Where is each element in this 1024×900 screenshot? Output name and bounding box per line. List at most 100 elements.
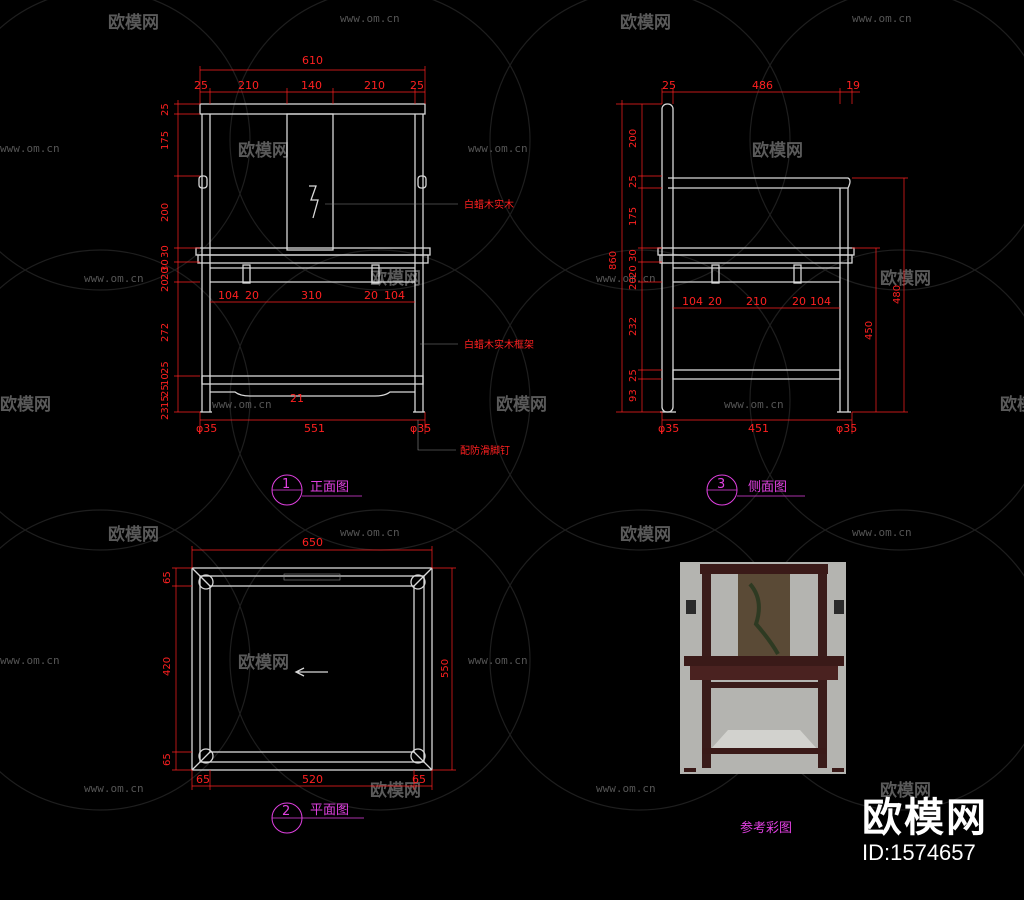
dim-side-right-inner: 450 xyxy=(864,321,875,340)
dim-front-left-h: 23 xyxy=(160,407,171,420)
dim-side-apron-seg: 104 xyxy=(682,295,703,308)
dim-plan-bottom-seg: 520 xyxy=(302,773,323,786)
dim-side-left-h: 232 xyxy=(628,317,639,336)
front-view-number: 1 xyxy=(282,477,290,492)
dim-front-apron-seg: 104 xyxy=(384,289,405,302)
dim-front-total-width: 610 xyxy=(302,54,323,67)
watermark-layer: 欧模网 www.om.cn 欧模网 www.om.cn www.om.cn 欧模… xyxy=(0,12,1024,801)
watermark-text: 欧模网 xyxy=(496,394,547,415)
dim-side-left-h: 25 xyxy=(628,175,639,188)
side-view-number: 3 xyxy=(717,477,725,492)
watermark-url: www.om.cn xyxy=(84,272,144,285)
watermark-text: 欧模网 xyxy=(238,140,289,161)
dim-front-left-h: 30 xyxy=(160,259,171,272)
watermark-text: 欧模网 xyxy=(880,268,931,289)
dim-front-apron-seg: 104 xyxy=(218,289,239,302)
brand-badge: 欧模网 ID:1574657 xyxy=(862,796,988,866)
note-foot-pad: 配防滑脚钉 xyxy=(460,444,510,457)
dim-side-left-h: 200 xyxy=(628,129,639,148)
dim-side-bottom-right: φ35 xyxy=(836,422,857,435)
front-view-label: 正面图 xyxy=(310,480,349,495)
dim-side-left-h: 93 xyxy=(628,389,639,402)
dim-front-top-seg: 25 xyxy=(194,79,208,92)
front-view: 610 25 210 140 210 25 25 175 200 30 30 2… xyxy=(160,54,534,506)
dim-side-apron-seg: 20 xyxy=(708,295,722,308)
dim-front-bottom-right: φ35 xyxy=(410,422,431,435)
dim-side-top-seg: 19 xyxy=(846,79,860,92)
watermark-url: www.om.cn xyxy=(852,526,912,539)
dim-front-top-seg: 210 xyxy=(238,79,259,92)
plan-view-number: 2 xyxy=(282,804,290,819)
dim-front-left-h: 25 xyxy=(160,103,171,116)
dim-front-top-seg: 140 xyxy=(301,79,322,92)
brand-id: ID:1574657 xyxy=(862,840,976,865)
dim-front-apron-seg: 20 xyxy=(364,289,378,302)
watermark-text: 欧模网 xyxy=(752,140,803,161)
plan-view-title: 2 平面图 xyxy=(271,802,364,834)
side-view: 25 486 19 860 200 25 175 30 20 20 232 25 xyxy=(608,79,908,506)
dim-side-bottom-left: φ35 xyxy=(658,422,679,435)
dim-side-top-seg: 486 xyxy=(752,79,773,92)
dim-side-left-h: 20 xyxy=(628,265,639,278)
dim-side-right-outer: 480 xyxy=(892,285,903,304)
watermark-url: www.om.cn xyxy=(596,272,656,285)
note-back-panel: 白蜡木实木 xyxy=(464,198,514,211)
dim-front-left-h: 175 xyxy=(160,131,171,150)
dim-front-left-h: 15 xyxy=(160,395,171,408)
side-view-chair-lines xyxy=(657,103,855,413)
dim-plan-bottom-seg: 65 xyxy=(412,773,426,786)
watermark-text: 欧模网 xyxy=(0,394,51,415)
dim-front-left-h: 25 xyxy=(160,384,171,397)
reference-chair-illustration xyxy=(684,564,844,772)
dim-side-left-h: 175 xyxy=(628,207,639,226)
watermark-url: www.om.cn xyxy=(724,398,784,411)
side-view-dimensions: 25 486 19 860 200 25 175 30 20 20 232 25 xyxy=(608,79,908,435)
watermark-url: www.om.cn xyxy=(468,654,528,667)
watermark-text: 欧模网 xyxy=(880,780,931,801)
dim-plan-left-h: 65 xyxy=(162,571,173,584)
dim-plan-left-h: 65 xyxy=(162,753,173,766)
side-view-label: 侧面图 xyxy=(748,480,787,495)
dim-front-stretcher: 21 xyxy=(290,392,304,405)
dim-front-left-h: 272 xyxy=(160,323,171,342)
dim-front-bottom-width: 551 xyxy=(304,422,325,435)
watermark-url: www.om.cn xyxy=(596,782,656,795)
watermark-text: 欧模网 xyxy=(370,780,421,801)
dim-front-left-h: 20 xyxy=(160,279,171,292)
watermark-url: www.om.cn xyxy=(212,398,272,411)
dim-front-top-seg: 210 xyxy=(364,79,385,92)
watermark-url: www.om.cn xyxy=(852,12,912,25)
watermark-text: 欧模网 xyxy=(620,524,671,545)
plan-view-label: 平面图 xyxy=(310,803,349,818)
note-frame: 白蜡木实木框架 xyxy=(464,338,534,351)
front-view-dimensions: 610 25 210 140 210 25 25 175 200 30 30 2… xyxy=(160,54,534,457)
watermark-url: www.om.cn xyxy=(84,782,144,795)
dim-side-left-total: 860 xyxy=(608,251,619,270)
dim-front-left-h: 10 xyxy=(160,373,171,386)
reference-photo: 参考彩图 xyxy=(680,562,846,836)
dim-front-left-h: 30 xyxy=(160,245,171,258)
watermark-url: www.om.cn xyxy=(0,654,60,667)
dim-front-bottom-left: φ35 xyxy=(196,422,217,435)
dim-side-apron-seg: 210 xyxy=(746,295,767,308)
dim-front-left-h: 20 xyxy=(160,267,171,280)
watermark-url: www.om.cn xyxy=(0,142,60,155)
dim-side-top-seg: 25 xyxy=(662,79,676,92)
side-view-title: 3 侧面图 xyxy=(706,474,805,506)
watermark-text: 欧模网 xyxy=(1000,394,1024,415)
watermark-text: 欧模网 xyxy=(620,12,671,33)
front-view-chair-lines xyxy=(195,103,431,413)
dim-front-left-h: 25 xyxy=(160,361,171,374)
dim-side-left-h: 25 xyxy=(628,369,639,382)
watermark-url: www.om.cn xyxy=(340,12,400,25)
watermark-text: 欧模网 xyxy=(238,652,289,673)
dim-plan-right-h: 550 xyxy=(440,659,451,678)
dim-front-apron-seg: 310 xyxy=(301,289,322,302)
front-view-title: 1 正面图 xyxy=(271,474,362,506)
dim-side-bottom-width: 451 xyxy=(748,422,769,435)
reference-photo-label: 参考彩图 xyxy=(740,820,792,836)
plan-view-dimensions: 650 65 420 65 550 65 520 65 xyxy=(162,536,456,790)
dim-side-left-h: 20 xyxy=(628,277,639,290)
dim-plan-total-width: 650 xyxy=(302,536,323,549)
